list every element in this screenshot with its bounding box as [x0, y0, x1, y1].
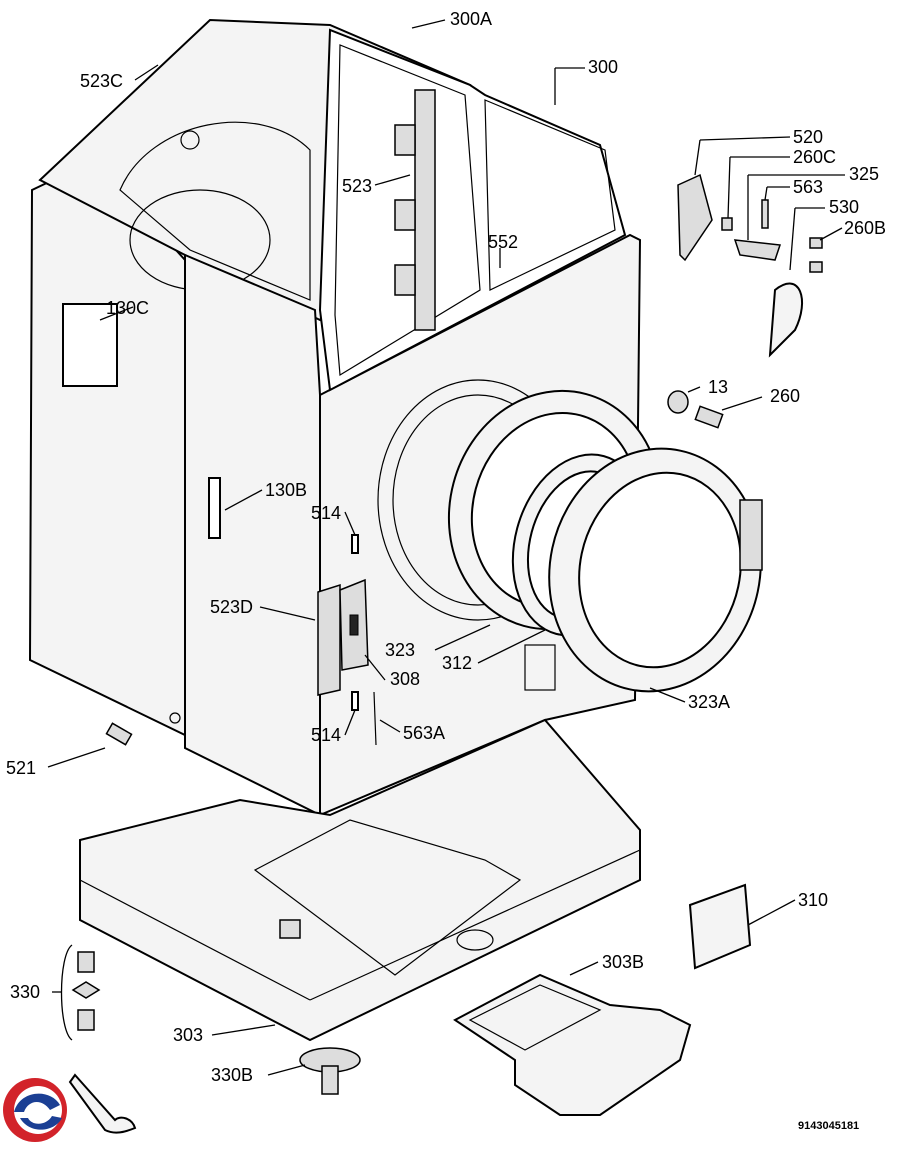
screw-514-bottom	[351, 691, 359, 711]
base-frame-303	[79, 718, 641, 1042]
outer-door-323A	[548, 447, 763, 693]
label-514-top: 514	[311, 503, 342, 523]
cover-310	[688, 883, 752, 970]
label-323A: 323A	[688, 692, 731, 712]
label-523D: 523D	[210, 597, 254, 617]
label-260C: 260C	[793, 147, 837, 167]
front-panel-130B	[169, 253, 321, 817]
knob-13	[667, 390, 689, 414]
side-panel-130C	[28, 158, 186, 737]
plinth-303B	[453, 973, 692, 1116]
door-hinge-523D	[317, 578, 369, 696]
foot-330B	[299, 1047, 361, 1095]
label-312: 312	[442, 653, 473, 673]
label-260: 260	[770, 386, 801, 406]
label-552: 552	[488, 232, 519, 252]
label-323: 323	[385, 640, 416, 660]
brand-logo	[3, 1078, 67, 1142]
label-325: 325	[849, 164, 880, 184]
label-520: 520	[793, 127, 824, 147]
label-300A: 300A	[450, 9, 493, 29]
label-330: 330	[10, 982, 41, 1002]
spring-260B	[809, 237, 823, 273]
spring-260	[694, 405, 724, 429]
label-13: 13	[708, 377, 729, 397]
document-number: 9143045181	[798, 1120, 860, 1132]
label-563A: 563A	[403, 723, 446, 743]
feet-330	[71, 951, 101, 1031]
label-300: 300	[588, 57, 619, 77]
label-130C: 130C	[106, 298, 150, 318]
handle-cover-530	[768, 282, 804, 358]
pin-563	[761, 199, 769, 229]
label-563: 563	[793, 177, 824, 197]
spanner-tool	[68, 1073, 137, 1134]
label-530: 530	[829, 197, 860, 217]
label-303: 303	[173, 1025, 204, 1045]
label-130B: 130B	[265, 480, 308, 500]
label-308: 308	[390, 669, 421, 689]
label-330B: 330B	[211, 1065, 254, 1085]
label-521: 521	[6, 758, 37, 778]
leader-lines	[47, 19, 845, 1076]
label-303B: 303B	[602, 952, 645, 972]
label-260B: 260B	[844, 218, 887, 238]
screw-521	[105, 722, 133, 746]
label-310: 310	[798, 890, 829, 910]
label-523C: 523C	[80, 71, 124, 91]
screw-514-top	[351, 534, 359, 554]
label-523: 523	[342, 176, 373, 196]
label-514-bottom: 514	[311, 725, 342, 745]
dispenser-handle-520	[677, 173, 713, 262]
lever-325	[733, 239, 782, 261]
spring-260C	[721, 217, 733, 231]
